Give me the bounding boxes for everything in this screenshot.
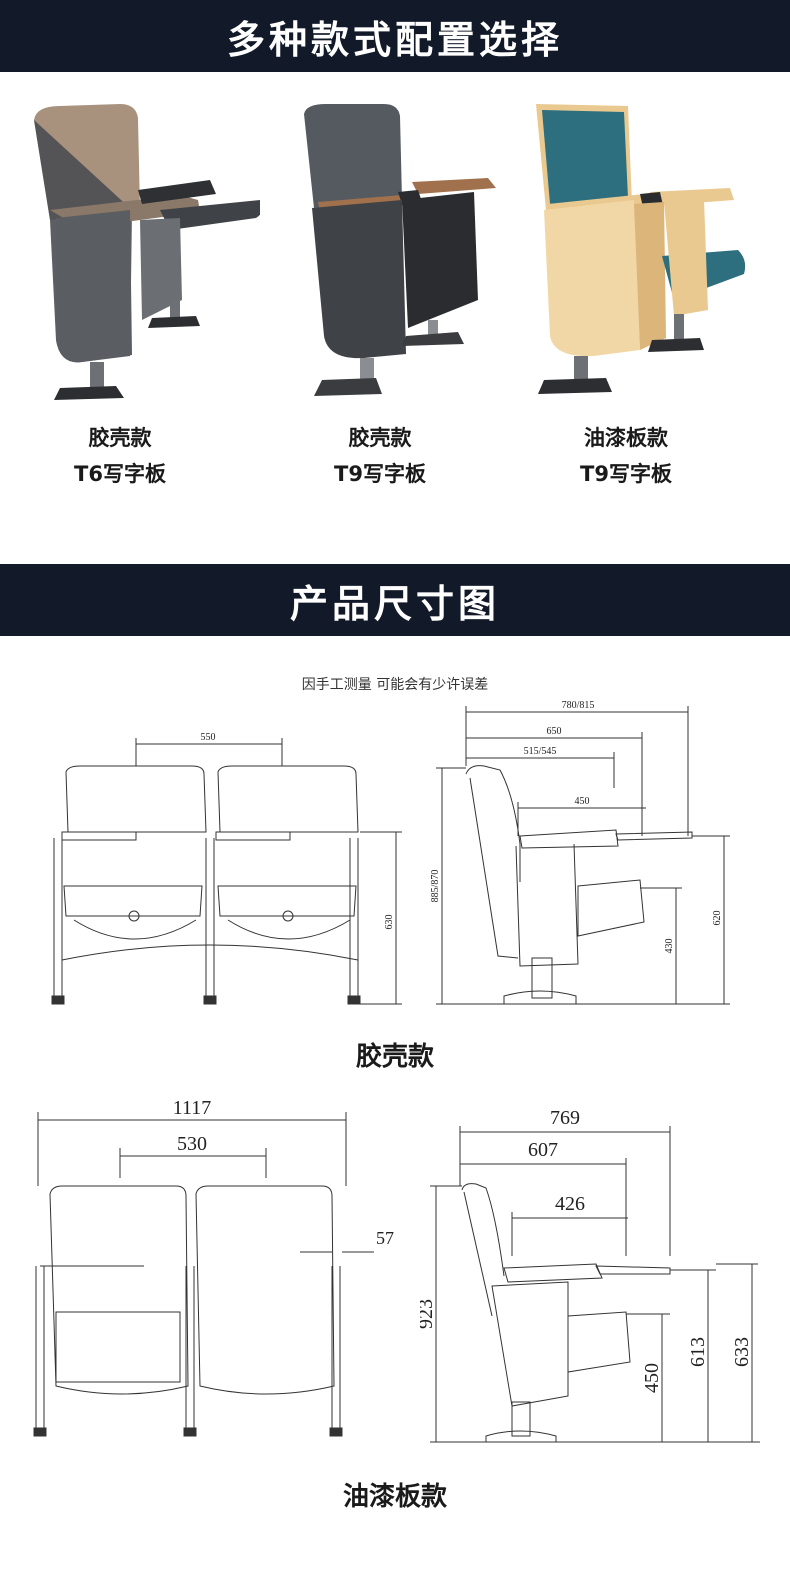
painted-seat-spacing-label: 530	[177, 1133, 207, 1155]
painted-height-total-label: 923	[420, 1299, 437, 1329]
chair-photo-t6	[20, 100, 264, 410]
plastic-side-drawing: 780/815 650 515/545 450 885/870 430 620	[420, 696, 740, 1020]
chair-name: 油漆板款	[584, 426, 668, 450]
dimensions-banner-title: 产品尺寸图	[289, 581, 500, 626]
chair-name: 胶壳款	[348, 426, 412, 450]
plastic-arm-height-label: 620	[712, 911, 723, 926]
plastic-depth-450-label: 450	[575, 796, 590, 807]
chair-photo-painted	[524, 100, 764, 410]
plastic-section-label: 胶壳款	[355, 1042, 434, 1072]
chair-model: T6写字板	[74, 462, 166, 486]
plastic-depth-total-label: 780/815	[562, 700, 595, 711]
chair-name: 胶壳款	[88, 426, 152, 450]
painted-seat-height-label: 450	[641, 1363, 663, 1393]
painted-width-total-label: 1117	[173, 1097, 212, 1119]
painted-front-drawing: 1117 530 57	[30, 1090, 420, 1454]
dimensions-banner: 产品尺寸图	[0, 564, 790, 636]
plastic-seat-height-label: 430	[664, 939, 675, 954]
chair-model: T9写字板	[580, 462, 672, 486]
plastic-seat-spacing-label: 550	[201, 732, 216, 743]
plastic-height-total-label: 885/870	[430, 870, 441, 903]
chair-photo-t9	[278, 100, 518, 410]
styles-banner: 多种款式配置选择	[0, 0, 790, 72]
painted-arm-height-label: 613	[687, 1337, 709, 1367]
painted-depth-total-label: 769	[550, 1107, 580, 1129]
plastic-depth-seat-label: 515/545	[524, 746, 557, 757]
chair-model: T9写字板	[334, 462, 426, 486]
painted-depth-607-label: 607	[528, 1139, 558, 1161]
plastic-front-drawing: 550 630	[40, 720, 410, 1019]
painted-board-height-label: 633	[731, 1337, 753, 1367]
painted-depth-426-label: 426	[555, 1193, 585, 1215]
plastic-depth-650-label: 650	[547, 726, 562, 737]
painted-side-drawing: 769 607 426 923 450 613 633	[415, 1096, 770, 1460]
styles-banner-title: 多种款式配置选择	[226, 17, 563, 62]
measurement-note: 因手工测量 可能会有少许误差	[301, 677, 489, 693]
painted-section-label: 油漆板款	[342, 1482, 447, 1512]
painted-arm-width-label: 57	[376, 1228, 394, 1248]
chair-label-3: 油漆板款 T9写字板	[506, 420, 746, 492]
chair-label-2: 胶壳款 T9写字板	[260, 420, 500, 492]
plastic-front-height-label: 630	[384, 915, 395, 930]
chair-label-1: 胶壳款 T6写字板	[0, 420, 240, 492]
